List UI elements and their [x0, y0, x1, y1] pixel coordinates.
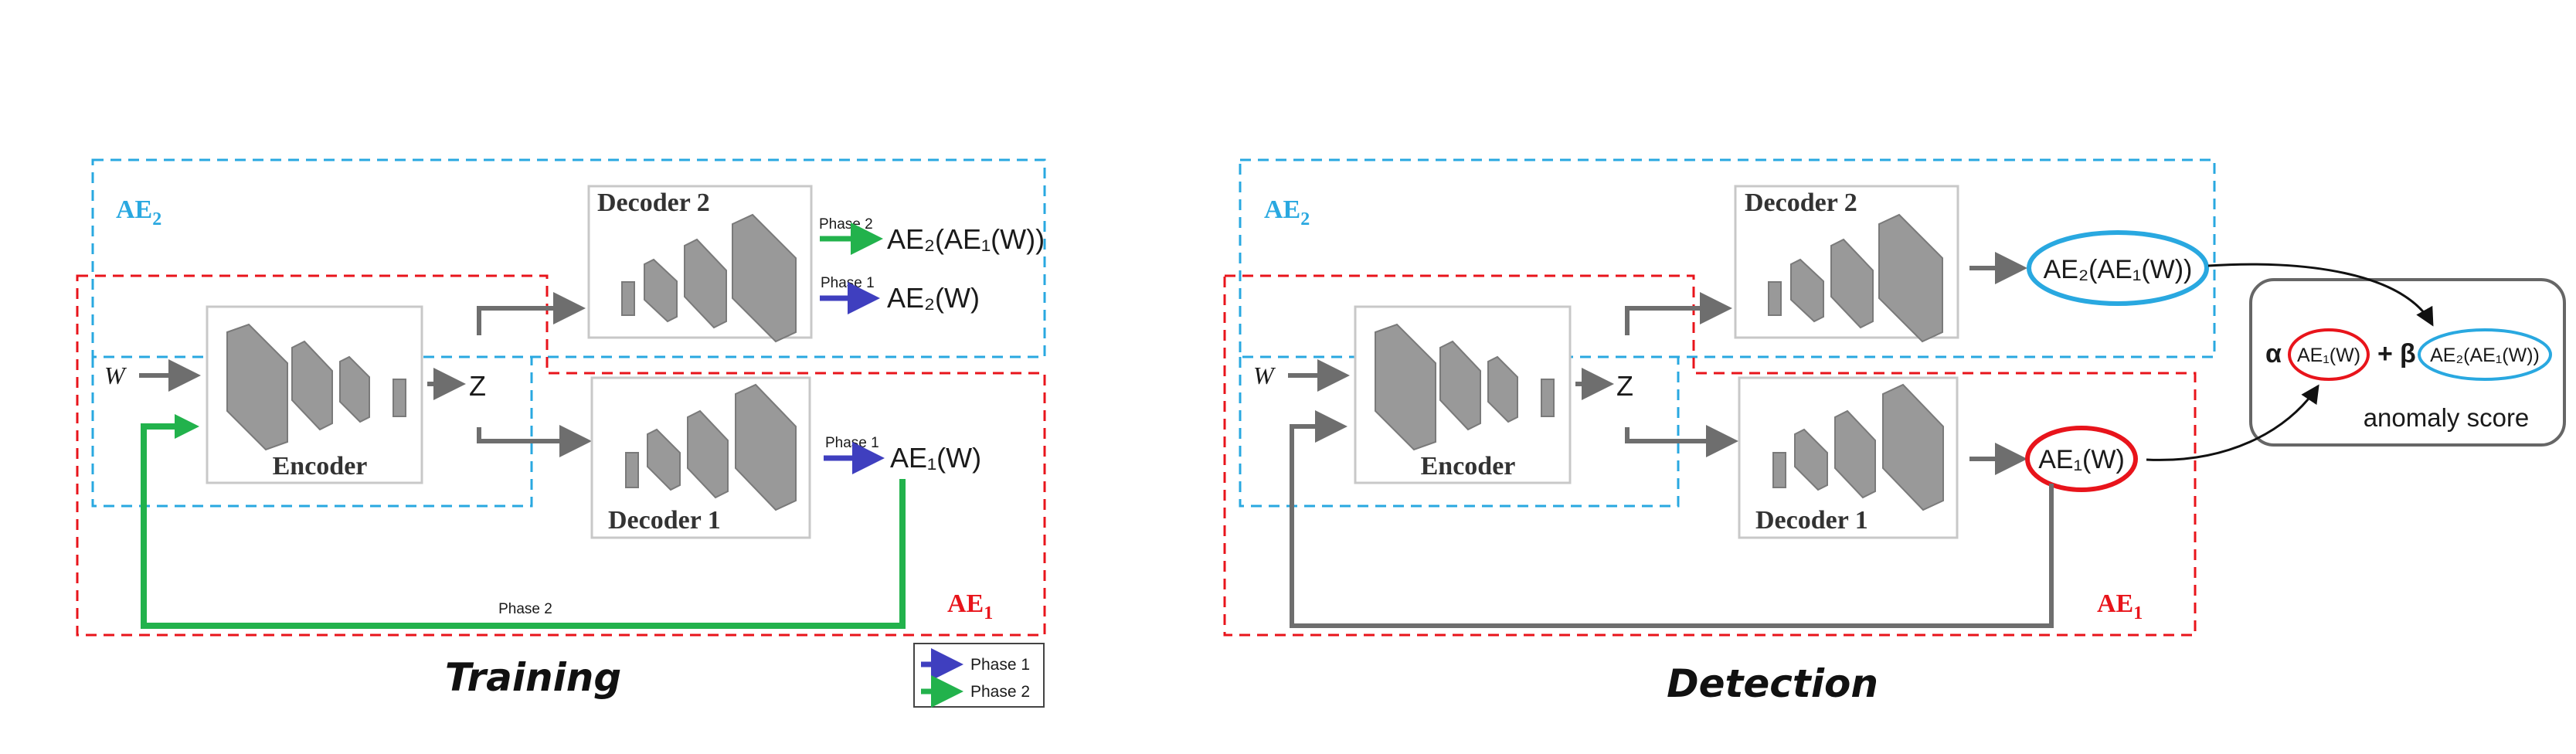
score-ae2-ae1: AE₂(AE₁(W)) [2430, 345, 2540, 366]
input-w-detect: W [1253, 362, 1276, 389]
ae1-label-detect: AE1 [2097, 589, 2143, 623]
ae1-region [76, 274, 1046, 637]
input-w: W [104, 362, 127, 389]
encoder-block-detect: Encoder [1354, 305, 1572, 484]
encoder-layers [226, 323, 406, 451]
ae2-lower-boundary-detect [1239, 357, 1680, 508]
anomaly-score-label: anomaly score [2364, 403, 2530, 432]
output-ae1-ellipse [2025, 426, 2138, 492]
score-ae1-ellipse [2288, 328, 2370, 381]
ae2-region [91, 158, 1046, 358]
ae1-region-detect [1223, 274, 2197, 637]
output-ae1-detect: AE₁(W) [2038, 445, 2125, 474]
decoder2-label: Decoder 2 [597, 188, 710, 217]
legend-phase2-label: Phase 2 [970, 683, 1030, 701]
decoder1-block-detect: Decoder 1 [1738, 376, 1959, 539]
z-to-decoder2-arrow-detect [1625, 292, 1732, 335]
z-to-decoder1-arrow-detect [1625, 425, 1738, 457]
decoder2-block: Decoder 2 [587, 185, 813, 343]
output-ae2-ae1-detect: AE₂(AE₁(W)) [2044, 255, 2193, 284]
phase-legend: Phase 1 Phase 2 [913, 643, 1045, 708]
decoder2-block-detect: Decoder 2 [1734, 185, 1959, 343]
phase1-label-top: Phase 1 [821, 275, 875, 291]
ae2-region-detect [1239, 158, 2216, 358]
detection-caption: Detection [1667, 661, 1878, 706]
alpha-symbol: α [2265, 339, 2282, 369]
z-to-decoder1-arrow [477, 425, 592, 457]
decoder2-layers-detect [1768, 213, 1943, 343]
output-ae1: AE₁(W) [890, 442, 981, 474]
output-ae2-ae1: AE₂(AE₁(W)) [887, 223, 1045, 255]
training-caption: Training [445, 655, 621, 700]
phase1-label-bottom: Phase 1 [825, 435, 879, 451]
output-ae2: AE₂(W) [887, 282, 980, 314]
z-to-decoder2-arrow [477, 292, 586, 335]
ae2-lower-boundary [91, 357, 533, 508]
legend-phase1-label: Phase 1 [970, 656, 1030, 674]
ae2-label-detect: AE2 [1264, 195, 1310, 229]
encoder-label: Encoder [273, 452, 368, 481]
encoder-block: Encoder [206, 305, 423, 484]
score-ae1: AE₁(W) [2297, 345, 2360, 366]
ae2-label: AE2 [116, 195, 161, 229]
connector-ae2ae1-to-score [2207, 263, 2434, 327]
encoder-layers-detect [1375, 323, 1555, 451]
training-panel: AE2 AE1 W Encoder Z [76, 158, 1046, 708]
decoder2-label-detect: Decoder 2 [1745, 188, 1857, 217]
phase2-feedback-label: Phase 2 [498, 601, 552, 617]
z-node-detect: Z [1616, 370, 1633, 402]
phase2-label-top: Phase 2 [819, 216, 873, 233]
decoder1-layers [625, 383, 797, 511]
encoder-label-detect: Encoder [1421, 452, 1516, 481]
decoder1-layers-detect [1772, 383, 1944, 511]
decoder1-label-detect: Decoder 1 [1755, 506, 1868, 535]
anomaly-score-box: α AE₁(W) + β AE₂(AE₁(W)) anomaly score [2249, 278, 2566, 447]
decoder1-label: Decoder 1 [608, 506, 721, 535]
z-node: Z [469, 370, 486, 402]
phase2-feedback-arrow [141, 414, 906, 629]
beta-symbol: β [2400, 339, 2416, 369]
connector-ae1-to-score [2146, 384, 2319, 461]
score-ae2-ae1-ellipse [2418, 328, 2552, 381]
ae1-label: AE1 [947, 589, 993, 623]
decoder1-block: Decoder 1 [590, 376, 811, 539]
decoder2-layers [621, 213, 797, 343]
detection-panel: AE2 AE1 W Encoder Z Dec [1223, 158, 2566, 706]
output-ae2-ae1-ellipse [2027, 230, 2209, 306]
feedback-loop-detect [1290, 410, 2054, 628]
plus-symbol: + [2377, 339, 2393, 369]
